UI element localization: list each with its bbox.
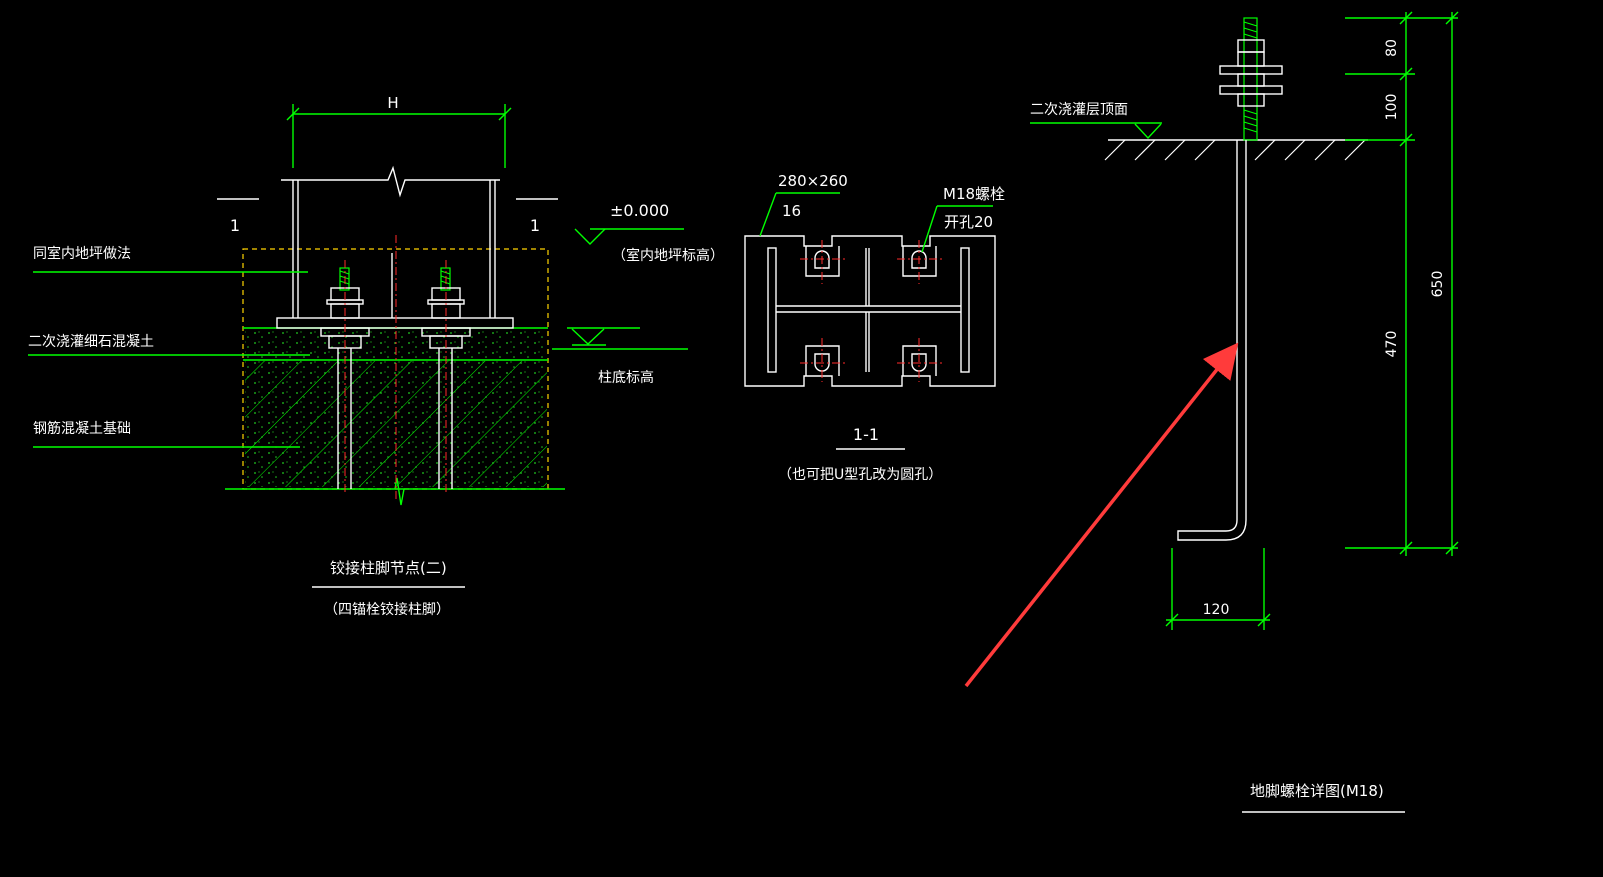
column-base-detail: H 1 1 ±0.000 （室内地坪标高） [28,94,724,618]
hole-label: 开孔20 [944,213,993,231]
section-title: 1-1 [853,425,879,444]
label-foundation: 钢筋混凝土基础 [33,420,131,437]
section-note: （也可把U型孔改为圆孔） [778,467,942,483]
dim-470: 470 [1384,331,1400,358]
left-title: 铰接柱脚节点(二) [330,559,447,577]
bolt-detail-title: 地脚螺栓详图(M18) [1250,782,1384,800]
anchor-bolt-left [320,260,370,495]
annotation-arrow [964,342,1239,688]
bolt-label: M18螺栓 [943,185,1005,203]
section-mark-left: 1 [230,216,240,235]
bolt-holes [800,240,942,382]
left-subtitle: （四锚栓铰接柱脚） [324,601,450,618]
elevation-value: ±0.000 [610,201,669,220]
section-mark-right: 1 [530,216,540,235]
dim-120: 120 [1203,602,1230,618]
anchor-bolt-right [421,260,471,495]
column-base-elevation: 柱底标高 [598,369,654,386]
label-floor: 同室内地坪做法 [33,245,131,262]
dim-650: 650 [1430,271,1446,298]
dim-100: 100 [1384,94,1400,121]
label-grout: 二次浇灌细石混凝土 [28,334,154,350]
dim-h: H [387,94,398,112]
plate-thickness: 16 [782,202,801,220]
top-surface-label: 二次浇灌层顶面 [1030,102,1128,118]
dim-80: 80 [1384,39,1400,57]
plate-size: 280×260 [778,172,848,190]
section-1-1: 280×260 16 M18螺栓 开孔20 1-1 （也可把U型孔改为圆孔） [744,172,1005,483]
elevation-note: （室内地坪标高） [612,247,724,264]
anchor-bolt-detail: 二次浇灌层顶面 [1030,11,1459,813]
